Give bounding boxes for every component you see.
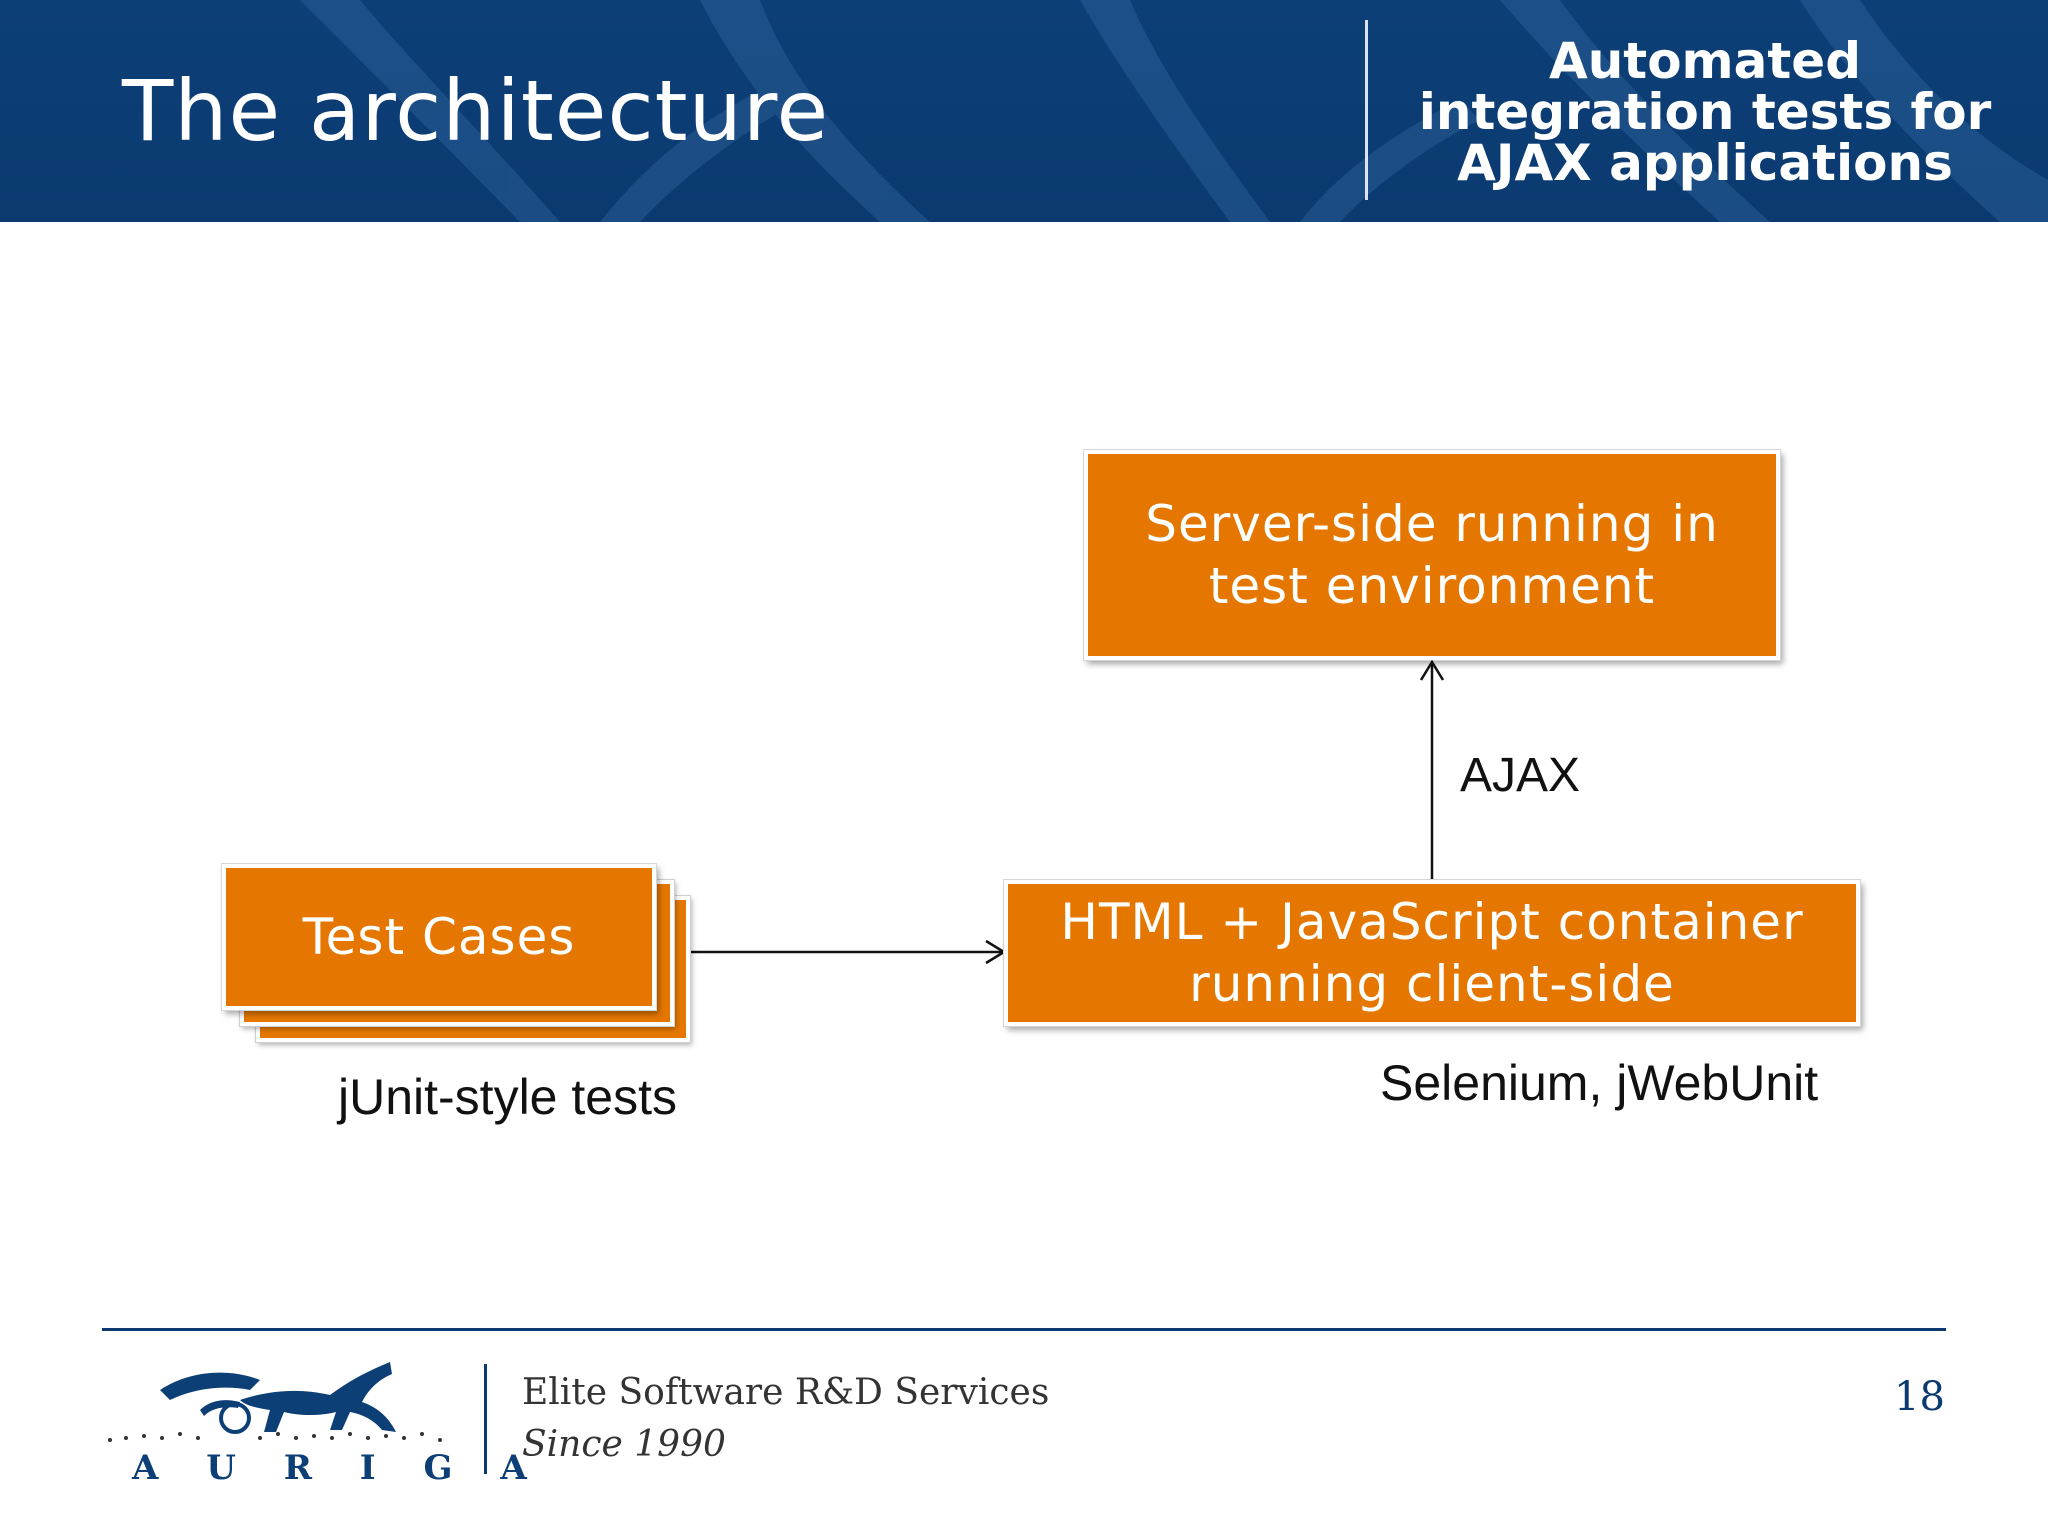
auriga-logo: A U R I G A <box>100 1350 527 1490</box>
test-cases-box: Test Cases <box>222 864 656 1010</box>
ajax-label: AJAX <box>1460 749 1581 802</box>
subtitle-line: AJAX applications <box>1457 134 1953 192</box>
server-box-line: Server-side running in <box>1145 495 1719 553</box>
chariot-horse-icon <box>108 1362 442 1442</box>
tests-caption: jUnit-style tests <box>338 1069 677 1125</box>
ajax-arrow-head <box>1419 659 1445 681</box>
client-box-line: running client-side <box>1189 955 1675 1013</box>
footer-divider <box>484 1364 487 1474</box>
company-since: Since 1990 <box>522 1424 726 1465</box>
subtitle-line: integration tests for <box>1418 83 1992 141</box>
header-divider <box>1365 20 1368 200</box>
page-number: 18 <box>1894 1374 1945 1420</box>
company-tagline: Elite Software R&D Services <box>522 1372 1050 1413</box>
slide-title: The architecture <box>122 62 830 160</box>
footer-rule <box>102 1328 1946 1331</box>
auriga-wordmark: A U R I G A <box>132 1448 545 1488</box>
server-side-box: Server-side running in test environment <box>1084 450 1780 660</box>
server-box-line: test environment <box>1208 557 1656 615</box>
client-caption: Selenium, jWebUnit <box>1380 1055 1819 1111</box>
presentation-subtitle: Automated integration tests for AJAX app… <box>1380 36 2030 189</box>
header-banner: The architecture Automated integration t… <box>0 0 2048 222</box>
banner-pattern-decoration <box>300 0 2048 222</box>
subtitle-line: Automated <box>1549 32 1861 90</box>
test-cases-label: Test Cases <box>302 908 576 966</box>
client-side-box: HTML + JavaScript container running clie… <box>1004 880 1860 1026</box>
client-box-line: HTML + JavaScript container <box>1060 893 1804 951</box>
